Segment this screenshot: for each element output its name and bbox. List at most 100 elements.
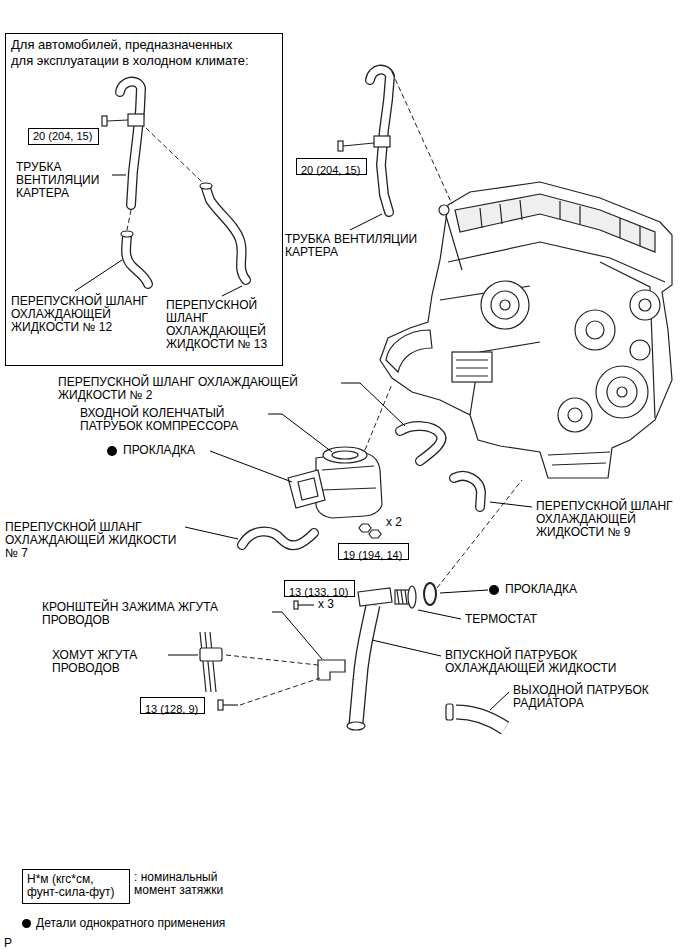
leader-line — [490, 692, 509, 710]
part-label: ПЕРЕПУСКНОЙ ШЛАНГ ОХЛАЖДАЮЩЕЙ ЖИДКОСТИ №… — [11, 295, 161, 334]
legend-unit: Н*м (кгс*см, фунт-сила-фут) — [27, 873, 125, 899]
engine-illustration — [480, 200, 640, 246]
part-label: x 3 — [318, 598, 334, 611]
compressor-elbow — [298, 478, 318, 500]
legend-swatch — [22, 919, 31, 928]
coolant-hoses — [121, 183, 505, 728]
vent-pipe-inset — [128, 114, 144, 126]
coolant-hoses — [400, 426, 441, 461]
vent-pipe-right — [338, 70, 390, 212]
dashed-line — [240, 678, 320, 705]
coolant-inlet-assembly — [356, 605, 373, 724]
dashed-line — [146, 128, 202, 182]
torque-value: 20 (204, 15) — [301, 164, 360, 176]
compressor-elbow — [322, 466, 376, 490]
part-label: ПЕРЕПУСКНОЙ ШЛАНГ ОХЛАЖДАЮЩЕЙ ЖИДКОСТИ №… — [166, 299, 278, 351]
leader-line — [418, 610, 461, 619]
symbol-dot — [107, 446, 117, 456]
dashed-line — [226, 655, 318, 665]
engine-illustration — [452, 352, 492, 382]
torque-value: 13 (133, 10) — [289, 586, 348, 598]
engine-illustration — [380, 182, 672, 478]
engine-illustration — [446, 216, 462, 270]
coolant-inlet-assembly — [298, 604, 314, 605]
engine-illustration — [630, 340, 650, 360]
coolant-hoses — [200, 183, 212, 189]
coolant-inlet-assembly — [347, 722, 365, 730]
engine-illustration — [607, 377, 637, 407]
part-label: ПРОКЛАДКА — [123, 444, 195, 457]
coolant-hoses — [206, 188, 246, 280]
wire-harness — [200, 648, 222, 661]
coolant-hoses — [454, 476, 481, 507]
wire-harness — [200, 632, 345, 710]
vent-pipe-inset — [102, 82, 144, 205]
part-label: ХОМУТ ЖГУТА ПРОВОДОВ — [52, 649, 167, 675]
legend-torque-box: Н*м (кгс*см, фунт-сила-фут) — [22, 869, 130, 904]
part-label: ПРОКЛАДКА — [505, 583, 577, 596]
engine-illustration — [491, 291, 519, 319]
coolant-hoses — [242, 532, 314, 546]
compressor-elbow — [332, 451, 358, 459]
torque-box: 20 (204, 15) — [296, 158, 367, 175]
part-label: ТЕРМОСТАТ — [465, 613, 537, 626]
coolant-hoses — [446, 704, 453, 720]
leader-line — [490, 502, 532, 507]
leader-line — [341, 383, 405, 426]
engine-illustration — [455, 194, 655, 252]
torque-box: 20 (204, 15) — [28, 128, 99, 145]
part-label: : номинальный момент затяжки — [134, 871, 234, 897]
dashed-line — [127, 210, 131, 230]
vent-pipe-inset — [107, 120, 128, 121]
engine-illustration — [558, 398, 592, 432]
symbol-dot — [489, 585, 499, 595]
leader-line — [350, 214, 382, 230]
compressor-elbow — [359, 524, 371, 532]
coolant-hoses — [456, 712, 505, 728]
engine-illustration — [596, 366, 648, 418]
engine-illustration — [500, 300, 510, 310]
inset-heading: Для автомобилей, предназначенных для экс… — [11, 37, 256, 69]
part-label: ВПУСКНОЙ ПАТРУБОК ОХЛАЖДАЮЩЕЙ ЖИДКОСТИ — [445, 649, 645, 675]
dashed-line — [392, 72, 452, 204]
leader-line — [75, 260, 122, 291]
part-label: ВХОДНОЙ КОЛЕНЧАТЫЙ ПАТРУБОК КОМПРЕССОРА — [80, 407, 265, 433]
compressor-elbow — [288, 447, 382, 538]
coolant-inlet-assembly — [294, 601, 298, 609]
coolant-inlet-assembly — [424, 583, 436, 605]
leader-line — [372, 640, 441, 656]
part-label: ПЕРЕПУСКНОЙ ШЛАНГ ОХЛАЖДАЮЩЕЙ ЖИДКОСТИ №… — [58, 376, 338, 402]
vent-pipe-right — [370, 70, 390, 212]
torque-value: 20 (204, 15) — [33, 130, 92, 142]
dashed-line — [437, 480, 522, 588]
engine-illustration — [439, 205, 449, 215]
part-label: ТРУБКА ВЕНТИЛЯЦИИ КАРТЕРА — [285, 233, 435, 259]
part-label: P — [4, 937, 12, 950]
engine-illustration — [630, 290, 660, 320]
legend-text: Детали однократного применения — [36, 916, 225, 930]
inset-panel: Для автомобилей, предназначенных для экс… — [5, 33, 283, 366]
torque-value: 19 (194, 14) — [343, 549, 402, 561]
part-label: ТРУБКА ВЕНТИЛЯЦИИ КАРТЕРА — [16, 161, 111, 200]
leader-line — [168, 655, 198, 656]
engine-illustration — [617, 387, 627, 397]
coolant-hoses — [206, 188, 246, 280]
coolant-hoses — [242, 532, 314, 546]
symbol-dot — [107, 446, 499, 595]
wire-harness — [218, 700, 223, 710]
compressor-elbow — [323, 447, 367, 463]
leader-line — [222, 286, 242, 296]
part-label: ВЫХОДНОЙ ПАТРУБОК РАДИАТОРА — [513, 684, 673, 710]
torque-box: 13 (128, 9) — [140, 697, 205, 714]
wire-harness — [200, 632, 216, 692]
coolant-hoses — [454, 476, 481, 507]
vent-pipe-inset — [120, 82, 141, 205]
coolant-hoses — [456, 712, 505, 728]
torque-box: 19 (194, 14) — [338, 543, 409, 560]
coolant-hoses — [126, 236, 148, 284]
engine-illustration — [568, 408, 582, 422]
coolant-inlet-assembly — [397, 590, 407, 604]
torque-box: 13 (133, 10) — [284, 580, 355, 597]
